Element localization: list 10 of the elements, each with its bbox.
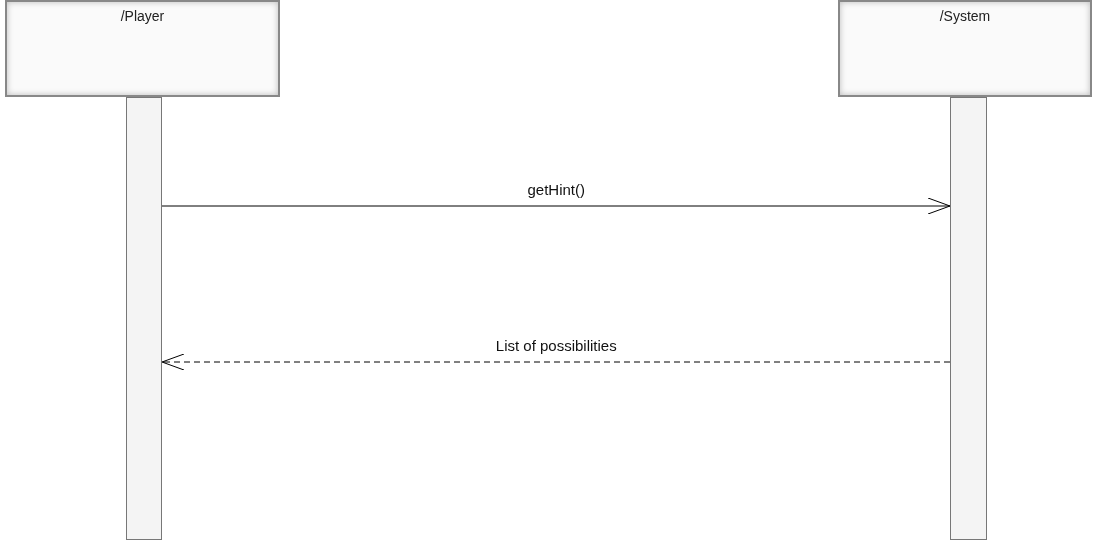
activation-bar xyxy=(950,97,987,540)
return-message-arrow xyxy=(161,353,951,371)
message-label: List of possibilities xyxy=(495,336,617,356)
lifeline-name: /System xyxy=(939,7,991,26)
lifeline-box xyxy=(838,0,1092,97)
lifeline-name: /Player xyxy=(120,7,165,26)
lifeline-box xyxy=(5,0,280,97)
activation-bar xyxy=(126,97,162,540)
message-label: getHint() xyxy=(527,180,585,200)
message-arrow xyxy=(161,197,951,215)
